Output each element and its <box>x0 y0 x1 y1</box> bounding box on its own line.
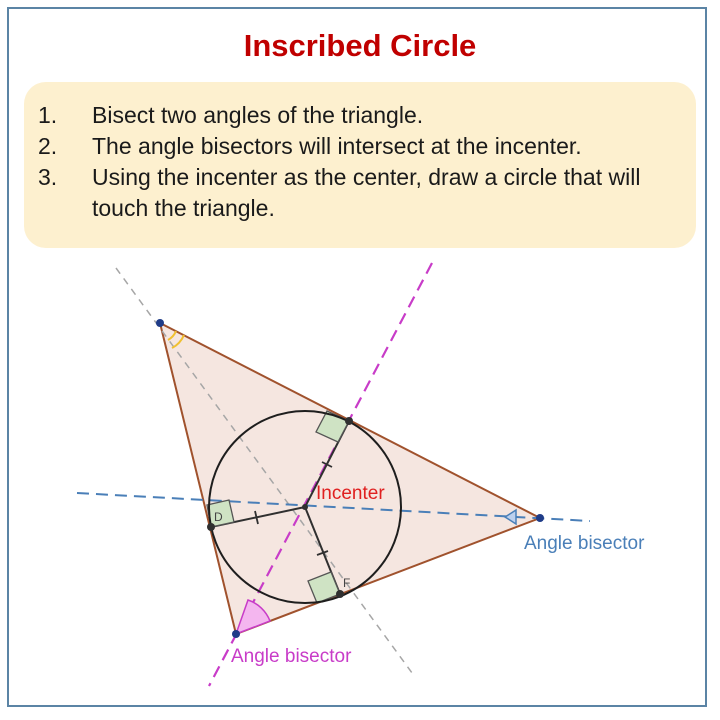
step-item: 1. Bisect two angles of the triangle. <box>38 100 684 131</box>
tick-mark <box>321 461 333 468</box>
angle-mark-bottom <box>234 599 271 636</box>
step-item: 3. Using the incenter as the center, dra… <box>38 162 684 224</box>
vertex-right <box>536 514 544 522</box>
tangent-point-d <box>207 523 215 531</box>
page-title: Inscribed Circle <box>243 28 477 63</box>
point-label-d: D <box>214 510 223 524</box>
inscribed-circle <box>208 410 402 604</box>
step-item: 2. The angle bisectors will intersect at… <box>38 131 684 162</box>
angle-mark-right <box>503 508 517 526</box>
tangent-point-f <box>336 590 344 598</box>
angle-bisector-right-line <box>76 492 591 522</box>
steps-panel: 1. Bisect two angles of the triangle. 2.… <box>24 82 696 248</box>
step-number: 1. <box>38 102 58 128</box>
step-text: The angle bisectors will intersect at th… <box>92 133 582 159</box>
step-number: 2. <box>38 133 58 159</box>
step-text: Bisect two angles of the triangle. <box>92 102 424 128</box>
incenter-label: Incenter <box>316 483 385 504</box>
angle-bisector-label-right: Angle bisector <box>524 533 645 554</box>
incenter-point <box>302 504 308 510</box>
angle-mark-top <box>167 330 185 349</box>
tangent-point-top <box>345 417 353 425</box>
construction-bisector-line <box>115 267 416 678</box>
vertex-bottom <box>232 630 240 638</box>
step-number: 3. <box>38 164 58 190</box>
tick-mark <box>254 510 259 525</box>
angle-bisector-label-bottom: Angle bisector <box>231 646 352 667</box>
step-text: Using the incenter as the center, draw a… <box>92 164 641 221</box>
vertex-top <box>156 319 164 327</box>
point-label-f: F <box>343 576 350 590</box>
tick-mark <box>316 550 329 556</box>
angle-bisector-bottom-line <box>208 262 433 687</box>
